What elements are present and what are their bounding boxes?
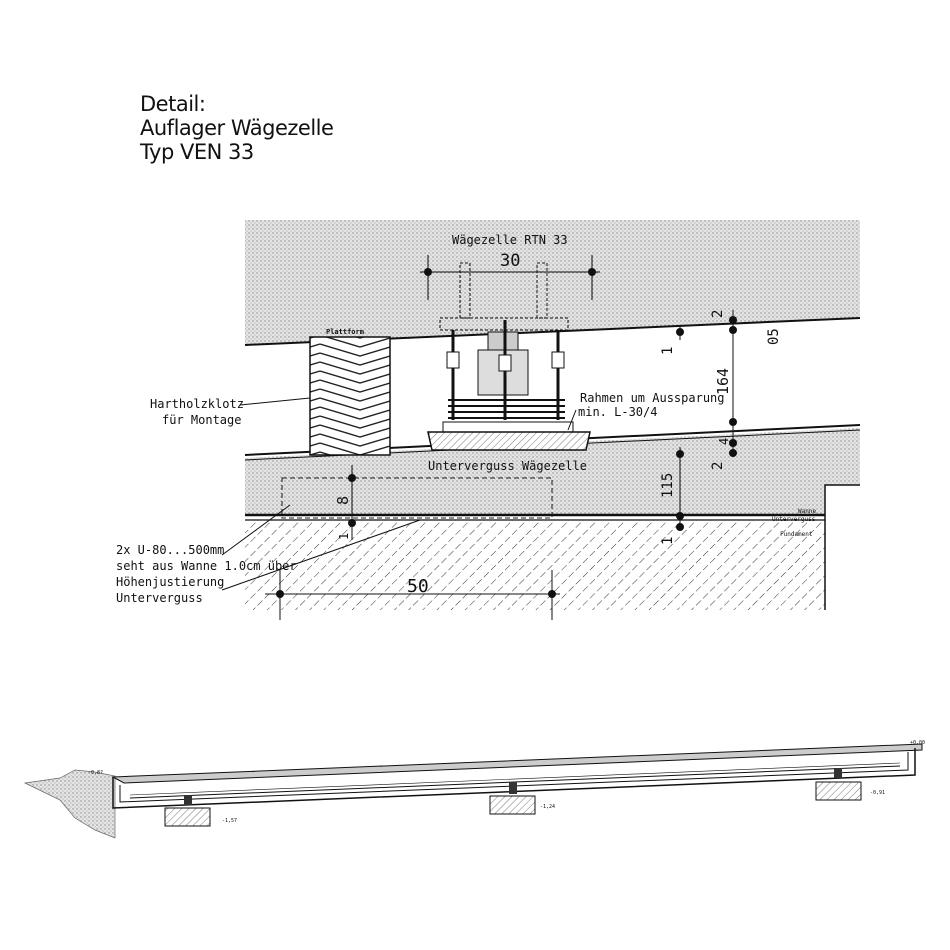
foundation [245,520,825,610]
footing-3 [815,781,862,801]
load-cell-label: Wägezelle RTN 33 [452,233,568,247]
level-top: +0,00 [910,740,925,746]
terrain [23,769,116,839]
u-profile-note-3: Höhenjustierung [116,575,224,589]
dim-30: 30 [500,251,520,271]
platform-label: Plattform [326,328,364,336]
frame-label-1: Rahmen um Aussparung [580,391,725,405]
dim-8: 8 [334,496,352,505]
footing-1 [164,807,211,827]
layer-fundament: Fundament [780,531,813,538]
dimension-lines [221,255,737,620]
dim-1a: 1 [660,347,676,355]
layer-wanne: Wanne [798,508,816,515]
title-line-1: Detail: [140,92,206,116]
platform-gap [245,318,860,455]
level-left: -0,8? [88,770,103,776]
title-line-2: Auflager Wägezelle [140,116,334,140]
title-line-3: Typ VEN 33 [140,140,254,164]
platform-concrete [245,220,860,345]
load-cell-assembly [427,262,591,451]
wanne-concrete [245,428,860,515]
dim-164: 164 [714,368,732,395]
hardwood-label-1: Hartholzklotz [150,397,244,411]
dim-2b: 2 [710,462,726,470]
level-foot-2: -1,24 [540,804,555,810]
layer-unterverguss: Unterverguss [772,516,816,523]
hardwood-label-2: für Montage [162,413,241,427]
hardwood-block [309,336,391,456]
dim-1c: 1 [337,533,351,540]
level-foot-1: -1,57 [222,818,237,824]
level-foot-3: -0,91 [870,790,885,796]
dim-115: 115 [660,473,676,498]
detail-drawing: Wägezelle RTN 33 30 Plattform Hartholzkl… [116,220,861,620]
dim-4: 4 [717,438,731,445]
dim-50: 50 [407,576,429,597]
frame-label-2: min. L-30/4 [578,405,657,419]
detail-labels: Wägezelle RTN 33 30 Plattform Hartholzkl… [116,233,816,605]
grout-label: Unterverguss Wägezelle [428,459,587,473]
dim-1b: 1 [660,537,676,545]
footing-2 [489,795,536,815]
dim-05: 05 [766,328,782,345]
dim-2a: 2 [710,310,726,318]
section-drawing: +0,00 -0,8? -1,57 -1,24 -0,91 [23,740,925,839]
u-profile-note-4: Unterverguss [116,591,203,605]
u-profile-note-2: seht aus Wanne 1.0cm über [116,559,297,573]
slab-top [111,743,923,784]
drawing-title: Detail: Auflager Wägezelle Typ VEN 33 [140,92,334,164]
u-profile-note-1: 2x U-80...500mm [116,543,224,557]
